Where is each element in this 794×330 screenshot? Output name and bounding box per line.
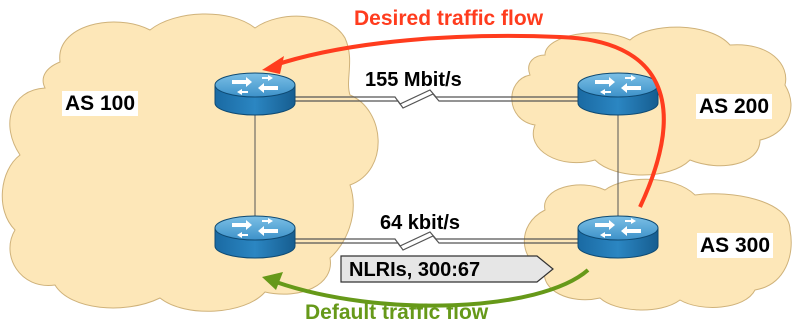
bottom-serial-link-icon <box>294 231 580 247</box>
top-serial-link-icon-shadow <box>294 93 580 109</box>
as300-label: AS 300 <box>697 233 774 258</box>
desired-flow-arrow-icon <box>271 33 666 208</box>
as200-router-icon <box>577 72 659 116</box>
nlri-arrow-box-icon <box>340 255 554 283</box>
as100-label: AS 100 <box>62 91 139 116</box>
default-flow-label: Default traffic flow <box>305 301 489 324</box>
as100-cloud-icon <box>1 13 379 312</box>
as200-label: AS 200 <box>696 94 773 119</box>
desired-flow-arrowhead-icon <box>262 56 284 74</box>
top-link-speed-label: 155 Mbit/s <box>365 69 462 91</box>
default-flow-arrowhead-icon <box>262 272 283 290</box>
bottom-serial-link-icon-shadow <box>294 235 580 251</box>
bottom-link-speed-label: 64 kbit/s <box>380 212 461 234</box>
default-flow-arrow-icon <box>275 268 590 308</box>
as100-bottom-router-icon <box>214 215 296 259</box>
as300-router-icon <box>577 215 659 259</box>
desired-flow-label: Desired traffic flow <box>354 7 544 30</box>
top-serial-link-icon <box>294 89 580 105</box>
as100-top-router-icon <box>214 72 296 116</box>
nlri-announcement-label: NLRIs, 300:67 <box>349 259 481 281</box>
